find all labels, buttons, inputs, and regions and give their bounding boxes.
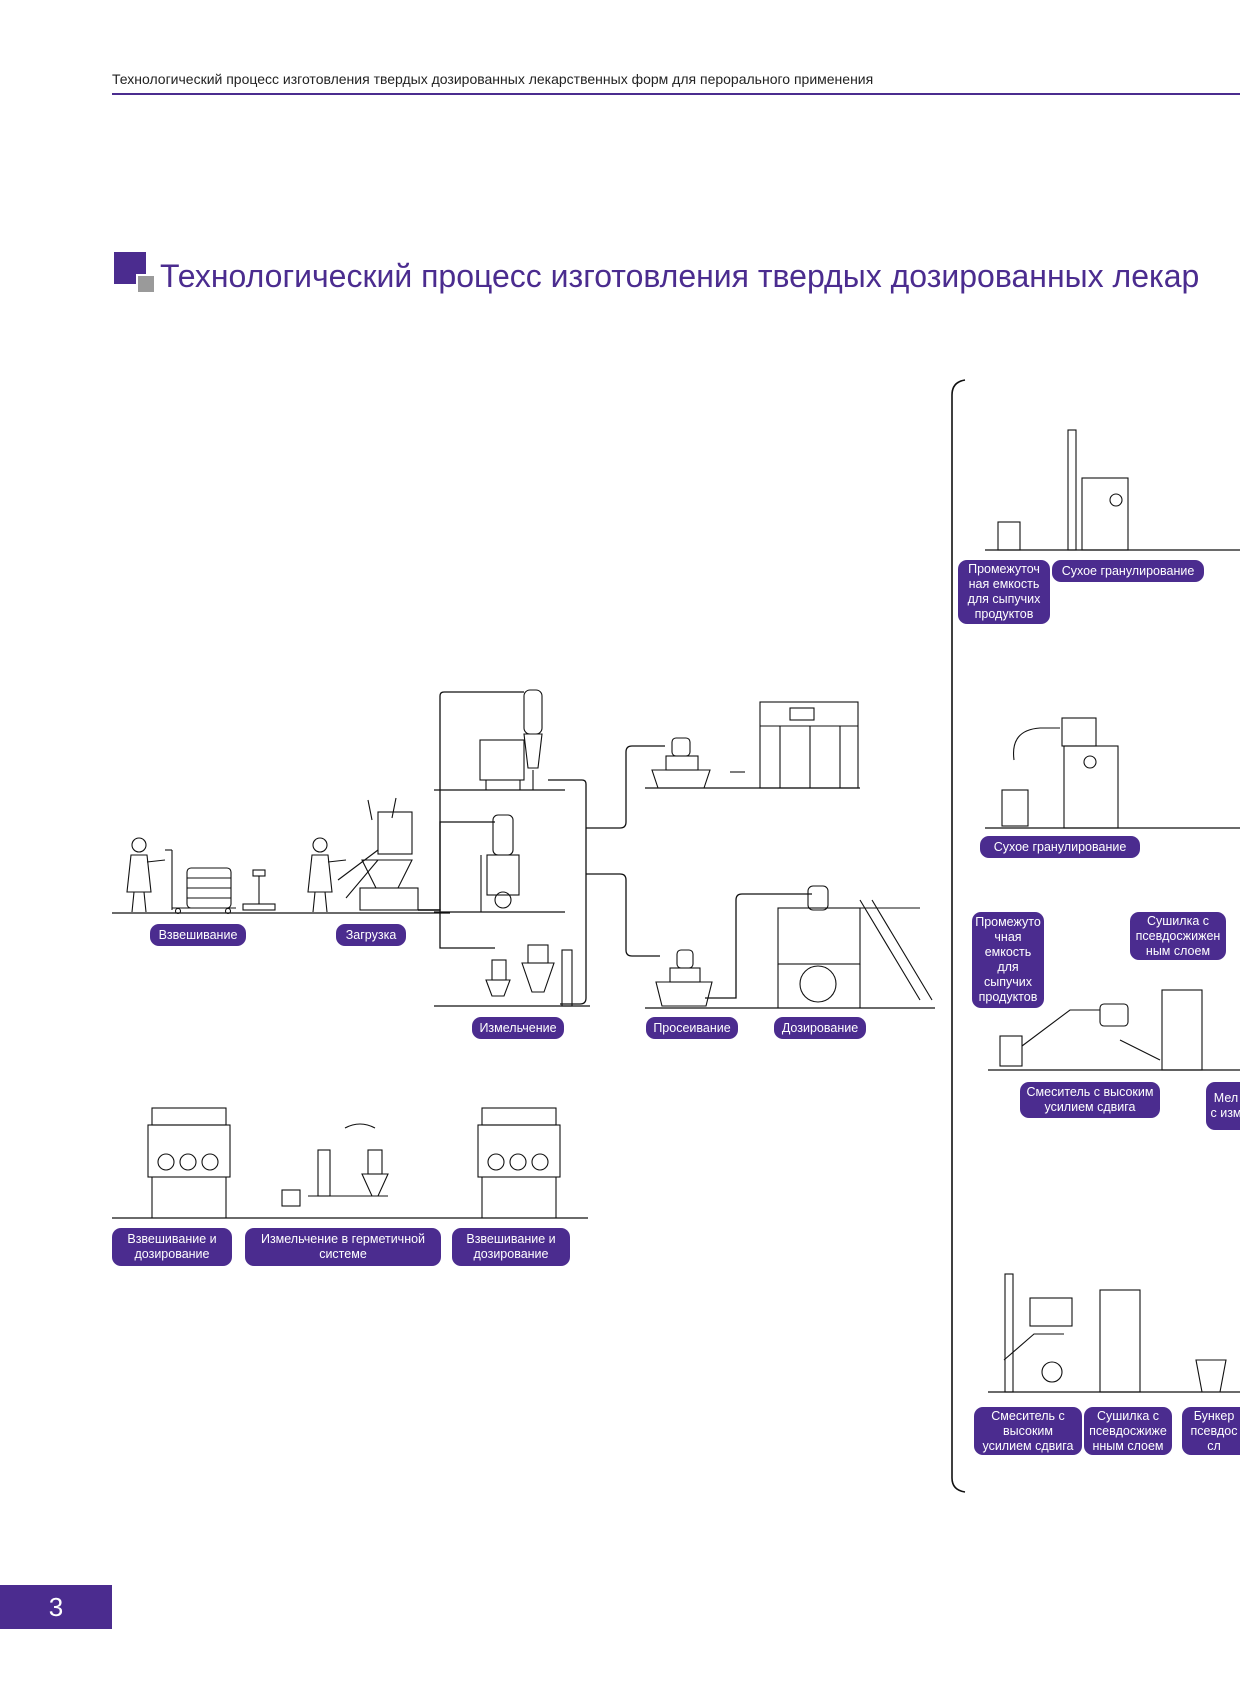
loading-station: [337, 797, 419, 911]
connector-to-sieve-top: [586, 745, 665, 829]
title-square-icon: [114, 252, 156, 294]
page-title: Технологический процесс изготовления тве…: [160, 258, 1200, 294]
dry-granulator-2: [1001, 717, 1119, 829]
label-fbd-1: Сушилка с псевдосжижен ным слоем: [1130, 912, 1226, 960]
label-hsm-2: Смеситель с высоким усилием сдвига: [974, 1407, 1082, 1455]
label-ibc-1: Промежуточ ная емкость для сыпучих проду…: [958, 560, 1050, 624]
label-closed-milling: Измельчение в герметичной системе: [245, 1228, 441, 1266]
mill-unit-3: [485, 944, 573, 1007]
sieve-unit-top: [651, 737, 745, 789]
label-milling: Измельчение: [472, 1017, 564, 1039]
isolator-2: [477, 1107, 561, 1218]
label-weigh-dose-2: Взвешивание и дозирование: [452, 1228, 570, 1266]
connector-to-mill-3: [418, 909, 495, 949]
pallet-cart: [165, 849, 236, 915]
isolator-1: [147, 1107, 231, 1218]
closed-mill-system: [281, 1123, 389, 1207]
connector-to-mill-2: [418, 821, 495, 911]
label-hsm-1: Смеситель с высоким усилием сдвига: [1020, 1082, 1160, 1118]
label-weigh-dose-1: Взвешивание и дозирование: [112, 1228, 232, 1266]
mill-unit-2: [480, 814, 520, 913]
dosing-tower: [777, 885, 933, 1008]
label-mill-partial: Мел с изм: [1206, 1082, 1240, 1130]
wet-granulation-line: [999, 989, 1203, 1071]
label-sieving: Просеивание: [646, 1017, 738, 1039]
floor-scale: [242, 869, 276, 911]
connector-mills-join: [548, 779, 587, 1005]
connector-to-mill-1: [418, 691, 524, 911]
label-fbd-2: Сушилка с псевдосжиже нным слоем: [1084, 1407, 1172, 1455]
mill-unit-1: [479, 689, 543, 790]
label-bunker-partial: Бункер псевдос сл: [1182, 1407, 1240, 1455]
label-ibc-2: Промежуто чная емкость для сыпучих проду…: [972, 912, 1044, 1008]
dry-granulator-1: [997, 429, 1129, 551]
label-dosing: Дозирование: [774, 1017, 866, 1039]
wet-granulation-line-2: [1003, 1273, 1227, 1393]
sieve-unit-bottom: [655, 949, 713, 1007]
label-dry-gran-2: Сухое гранулирование: [980, 836, 1140, 858]
connector-to-dosing: [705, 893, 812, 999]
bracket-right: [951, 379, 966, 1493]
booth-unit: [759, 701, 859, 789]
label-loading: Загрузка: [336, 924, 406, 946]
operator-figure-loading: [307, 837, 347, 913]
connector-to-sieve: [586, 873, 660, 957]
operator-figure-weighing: [126, 837, 166, 913]
page-number: 3: [0, 1585, 112, 1629]
label-weighing: Взвешивание: [150, 924, 246, 946]
label-dry-gran-1: Сухое гранулирование: [1052, 560, 1204, 582]
running-header: Технологический процесс изготовления тве…: [112, 71, 1240, 95]
